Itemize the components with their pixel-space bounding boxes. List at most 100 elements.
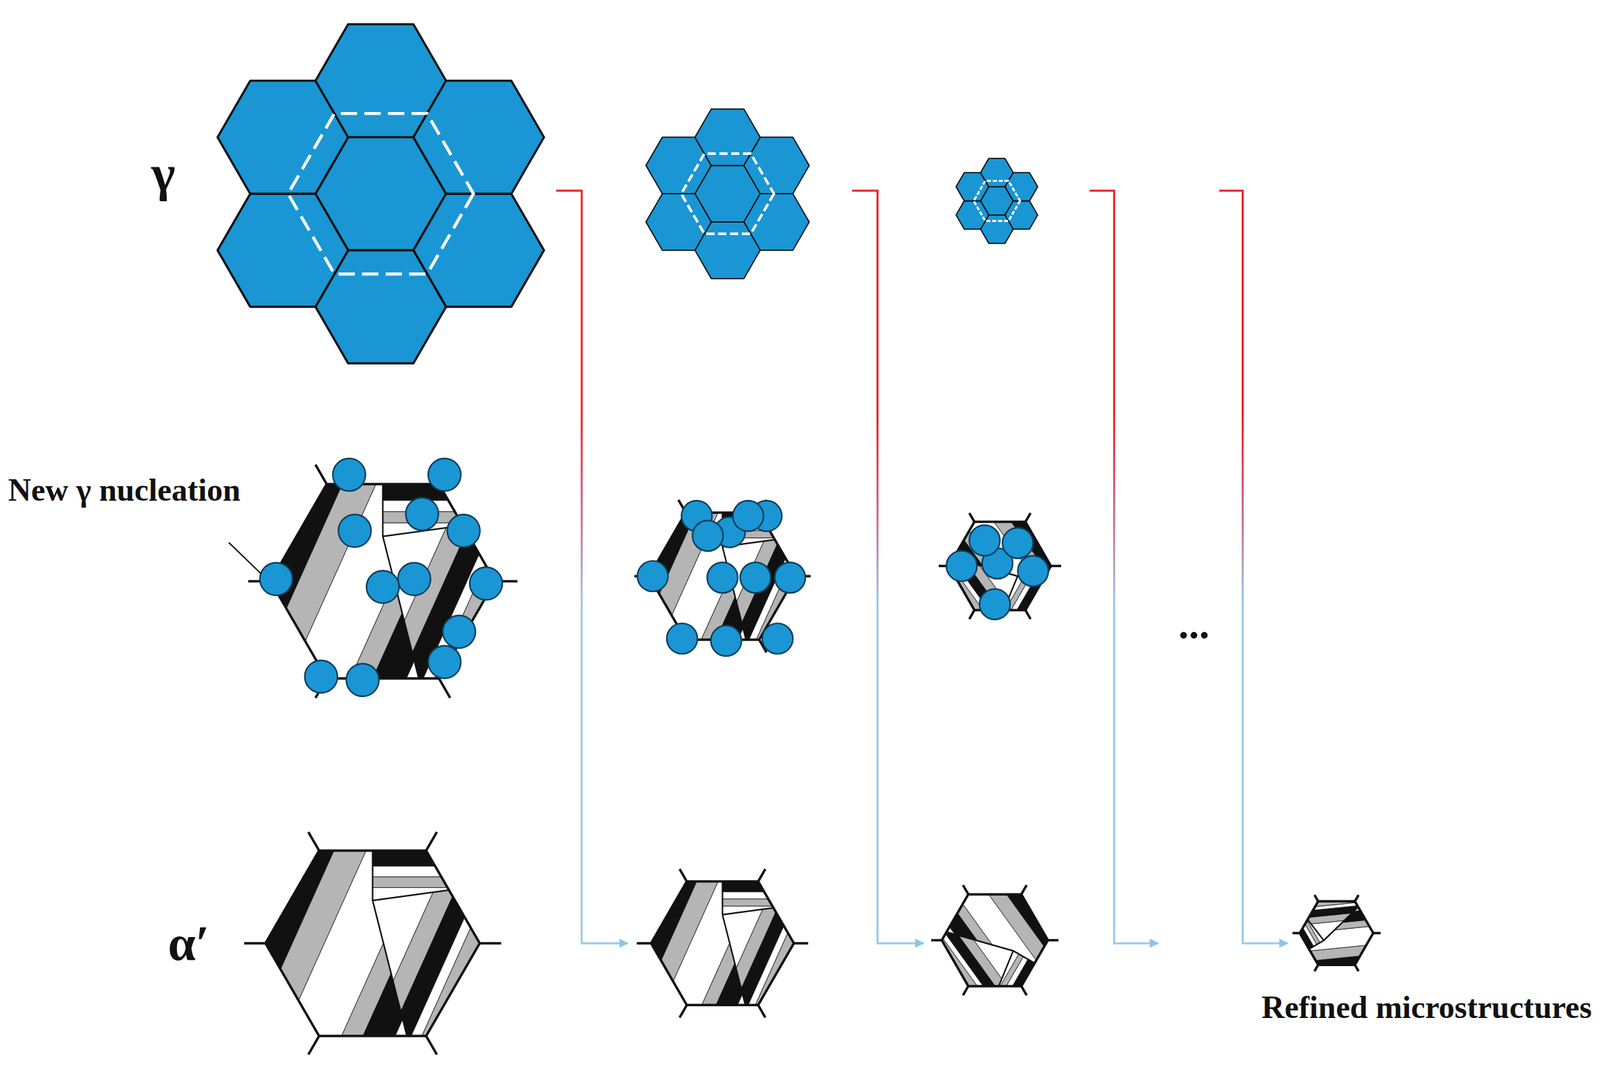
process-flow-line [556, 190, 628, 944]
prior-grain-boundary [270, 484, 495, 679]
gamma-nucleus [1017, 556, 1048, 587]
lath-packet [909, 810, 1107, 1025]
grain-boundary-stub [969, 513, 974, 523]
gamma-nucleus [338, 514, 371, 548]
dashed-grain-outline [287, 113, 474, 274]
phase-label: α′ [168, 916, 210, 972]
lath-block [373, 814, 511, 1073]
caption-label: Refined microstructures [1261, 990, 1592, 1026]
grain-boundary-stub [479, 942, 501, 945]
gamma-nucleus [637, 561, 668, 592]
dashed-grain-outline [973, 180, 1021, 221]
gamma-nucleus [666, 623, 698, 654]
gamma-nucleus [428, 458, 461, 492]
grain-boundary-stub [794, 942, 809, 945]
gamma-nucleus [469, 567, 503, 600]
lath-block [925, 516, 1064, 634]
lath-packet [1258, 843, 1389, 979]
callout-label: New γ nucleation [8, 473, 241, 509]
lath-block [722, 857, 815, 1030]
lath-packet [917, 441, 1108, 648]
martensite-grain [565, 488, 880, 665]
grain-boundary-stub [962, 986, 969, 996]
lath-packet [293, 814, 602, 1073]
lath-packet [669, 857, 876, 1030]
lath-block [737, 857, 822, 1030]
martensite-grain [143, 814, 602, 1073]
process-flow-line [1219, 190, 1289, 944]
grain-boundary-stub [962, 885, 969, 895]
lath-block [1274, 870, 1375, 956]
martensite-grain [892, 441, 1108, 692]
grain-boundary-stub [308, 832, 319, 851]
grain-boundary-stub [758, 1005, 766, 1018]
grain-boundary-stub [426, 1036, 437, 1055]
lath-block [1258, 843, 1365, 938]
grain-boundary-stub [1050, 565, 1062, 568]
gamma-nucleus [447, 514, 481, 548]
austenite-grain [217, 193, 349, 307]
grain-boundary-stub [1021, 885, 1027, 895]
gamma-nucleus [774, 562, 806, 593]
leader-line [228, 542, 262, 575]
gamma-nucleus [946, 550, 977, 582]
grain-boundary-stub [1314, 895, 1318, 902]
gamma-nucleus [1002, 527, 1033, 559]
gamma-nucleus [762, 623, 793, 654]
prior-grain-boundary [650, 881, 794, 1006]
gamma-nucleus [732, 500, 763, 532]
grain-boundary-stub [931, 939, 942, 943]
prior-grain-boundary [941, 894, 1048, 987]
packet-boundary [915, 911, 1046, 1020]
gamma-nucleus [969, 525, 1000, 556]
austenite-grain [955, 200, 989, 229]
lath-block [383, 446, 528, 716]
phase-label: γ [151, 145, 176, 202]
grain-boundary-stub [1355, 964, 1359, 972]
lath-packet [668, 488, 880, 665]
martensite-grain [569, 857, 876, 1030]
lath-block [911, 899, 1055, 1023]
gamma-nucleus [305, 660, 338, 694]
gamma-nucleus [406, 498, 439, 531]
grain-boundary-stub [1355, 895, 1359, 902]
lath-block [915, 874, 1070, 1013]
packet-boundary [1281, 877, 1372, 954]
lath-packet [882, 874, 1070, 1071]
lath-packet [892, 502, 1072, 692]
gamma-nucleus [711, 625, 742, 656]
lath-block [432, 814, 602, 1073]
austenite-grain-cluster [646, 109, 810, 279]
lath-block [1281, 882, 1389, 979]
lath-block [394, 814, 522, 1073]
lath-block [417, 446, 568, 716]
gamma-nucleus [979, 589, 1010, 620]
martensite-grain [882, 810, 1107, 1071]
prior-grain-boundary [1299, 901, 1374, 965]
lath-block [930, 491, 1078, 626]
grain-boundary-stub [679, 1005, 687, 1018]
lath-block [902, 917, 1045, 1036]
gamma-nucleus [397, 563, 431, 596]
gamma-nucleus [332, 458, 366, 492]
austenite-grain [646, 193, 712, 251]
continuation-mark: ... [1178, 601, 1210, 648]
grain-boundary-stub [969, 610, 974, 620]
lath-block [905, 908, 1050, 1032]
gamma-nucleus [428, 646, 461, 679]
lath-block [924, 502, 1072, 637]
grain-boundary-stub [315, 464, 327, 485]
process-flow-line [1089, 190, 1158, 944]
grain-boundary-stub [244, 942, 266, 945]
grain-boundary-stub [1021, 986, 1027, 996]
gamma-nucleus [740, 562, 771, 593]
grain-boundary-stub [1047, 939, 1059, 943]
lath-block [1272, 866, 1372, 949]
gamma-nucleus [706, 562, 738, 593]
process-flow-line [852, 190, 924, 944]
grain-boundary-stub [1314, 964, 1318, 972]
grain-boundary-stub [1292, 931, 1300, 935]
gamma-nucleus [442, 615, 476, 649]
